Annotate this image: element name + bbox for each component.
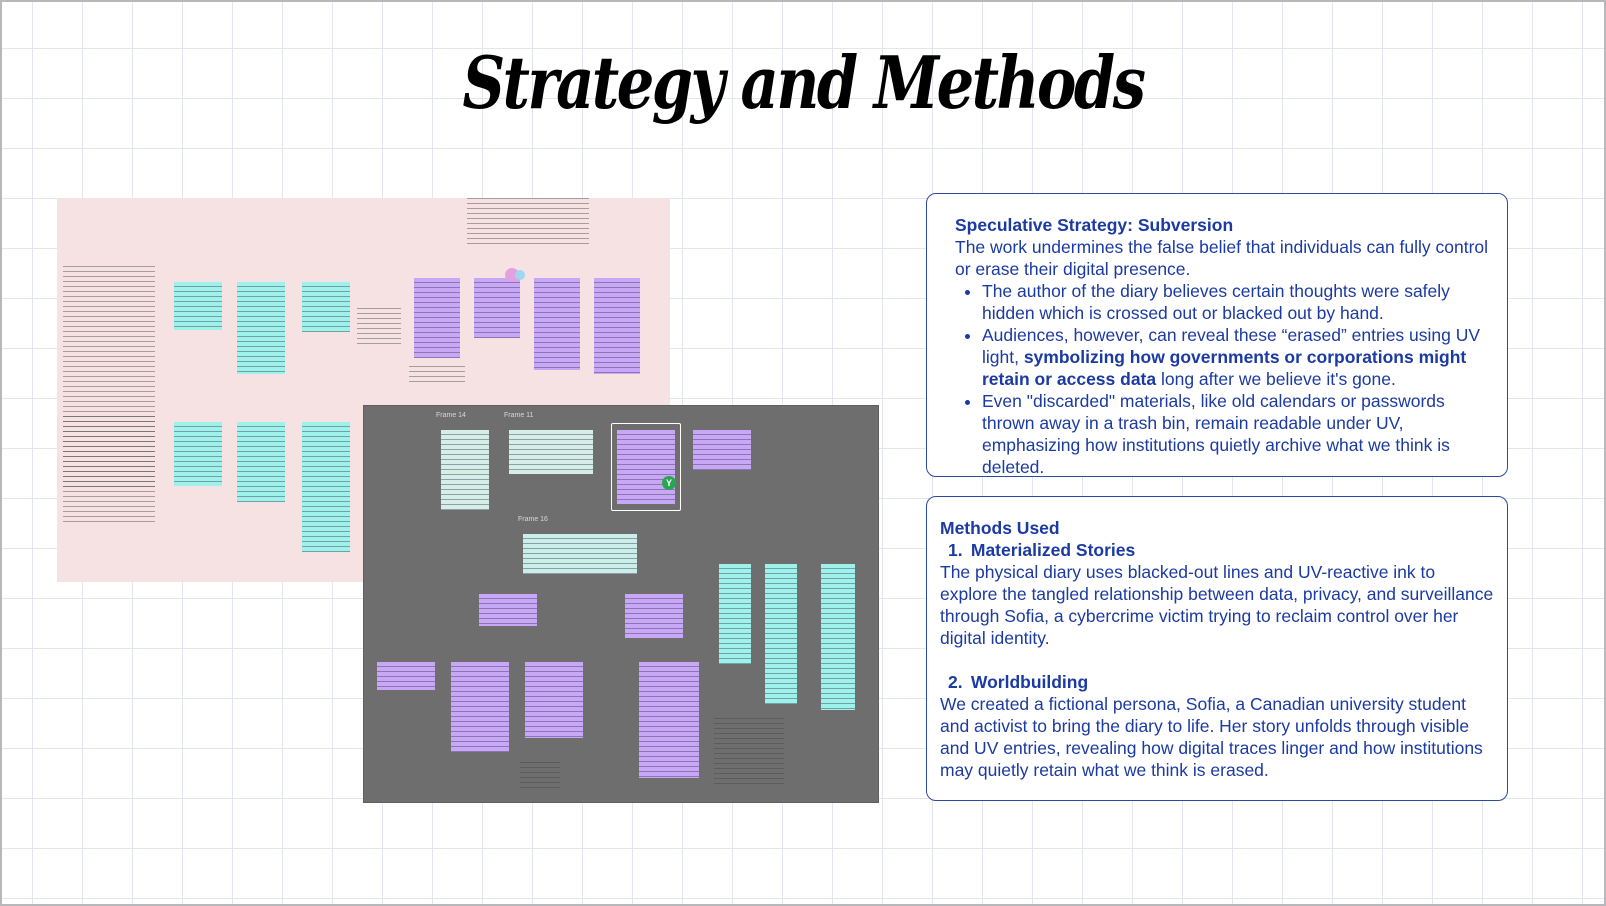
sticky-note: [714, 558, 756, 670]
sticky-note: [469, 272, 525, 344]
sticky-note: [529, 332, 585, 376]
method-title: 2. Worldbuilding: [940, 671, 1497, 693]
strategy-bullet-text: Even "discarded" materials, like old cal…: [982, 391, 1450, 477]
method-title: 1. Materialized Stories: [940, 539, 1497, 561]
strategy-heading: Speculative Strategy: Subversion: [955, 215, 1234, 235]
frame-label: Frame 11: [504, 412, 534, 419]
frame-content: [504, 424, 598, 480]
sticky-note: [529, 272, 585, 350]
strategy-bullet-text: long after we believe it's gone.: [1156, 369, 1396, 389]
method-number: 1.: [948, 540, 963, 560]
methods-heading: Methods Used: [940, 518, 1060, 538]
sticky-note: [620, 588, 688, 644]
slide-title: Strategy and Methods: [462, 40, 1146, 125]
sticker-icon: [515, 270, 525, 280]
strategy-intro: The work undermines the false belief tha…: [955, 237, 1489, 279]
sticky-note: [634, 656, 704, 784]
strategy-bullet-text: The author of the diary believes certain…: [982, 281, 1450, 323]
sticky-note: [474, 588, 542, 632]
strategy-bullet-list: The author of the diary believes certain…: [955, 280, 1497, 478]
board-text-block: [467, 198, 589, 246]
sticky-note: [409, 272, 465, 364]
sticky-note: [297, 416, 355, 558]
sticky-note: [372, 656, 440, 696]
spacer: [940, 649, 1497, 671]
sticky-note: [589, 272, 645, 380]
method-number: 2.: [948, 672, 963, 692]
diary-planning-board-screenshot: Frame 14 Frame 11 Frame 16 Y: [364, 406, 878, 802]
board-text-block: [520, 762, 560, 790]
strategy-card: Speculative Strategy: Subversion The wor…: [926, 193, 1508, 477]
strategy-bullet-emphasis: symbolizing how governments or corporati…: [982, 347, 1467, 389]
sticky-note: [297, 276, 355, 338]
sticky-note: [760, 558, 802, 710]
board-text-block: [409, 366, 465, 386]
sticky-note: [232, 276, 290, 380]
sticky-note: [169, 416, 227, 492]
method-description: We created a fictional persona, Sofia, a…: [940, 694, 1483, 780]
sticky-note: [688, 424, 756, 476]
frame-label: Frame 16: [518, 516, 548, 523]
method-title-text: Worldbuilding: [970, 672, 1089, 692]
methods-card: Methods Used 1. Materialized Stories The…: [926, 496, 1508, 801]
sticky-note: [446, 656, 514, 758]
frame-content: [518, 528, 642, 580]
strategy-bullet-text: Audiences, however, can reveal these “er…: [982, 325, 1481, 367]
board-text-block: [714, 718, 784, 788]
strategy-bullet: Audiences, however, can reveal these “er…: [982, 324, 1497, 390]
frame-label: Frame 14: [436, 412, 466, 419]
collaborator-avatar: Y: [662, 476, 676, 490]
sticky-note: [816, 558, 860, 716]
board-text-column: [357, 308, 401, 348]
frame-content: [436, 424, 494, 516]
sticky-note: [232, 416, 290, 508]
board-text-column: [63, 266, 155, 488]
strategy-bullet: Even "discarded" materials, like old cal…: [982, 390, 1497, 478]
method-title-text: Materialized Stories: [970, 540, 1136, 560]
method-description: The physical diary uses blacked-out line…: [940, 562, 1494, 648]
sticky-note: [169, 276, 227, 336]
strategy-bullet: The author of the diary believes certain…: [982, 280, 1497, 324]
board-text-column: [63, 416, 155, 526]
sticky-note: [520, 656, 588, 744]
selected-sticky-note: [611, 423, 681, 511]
